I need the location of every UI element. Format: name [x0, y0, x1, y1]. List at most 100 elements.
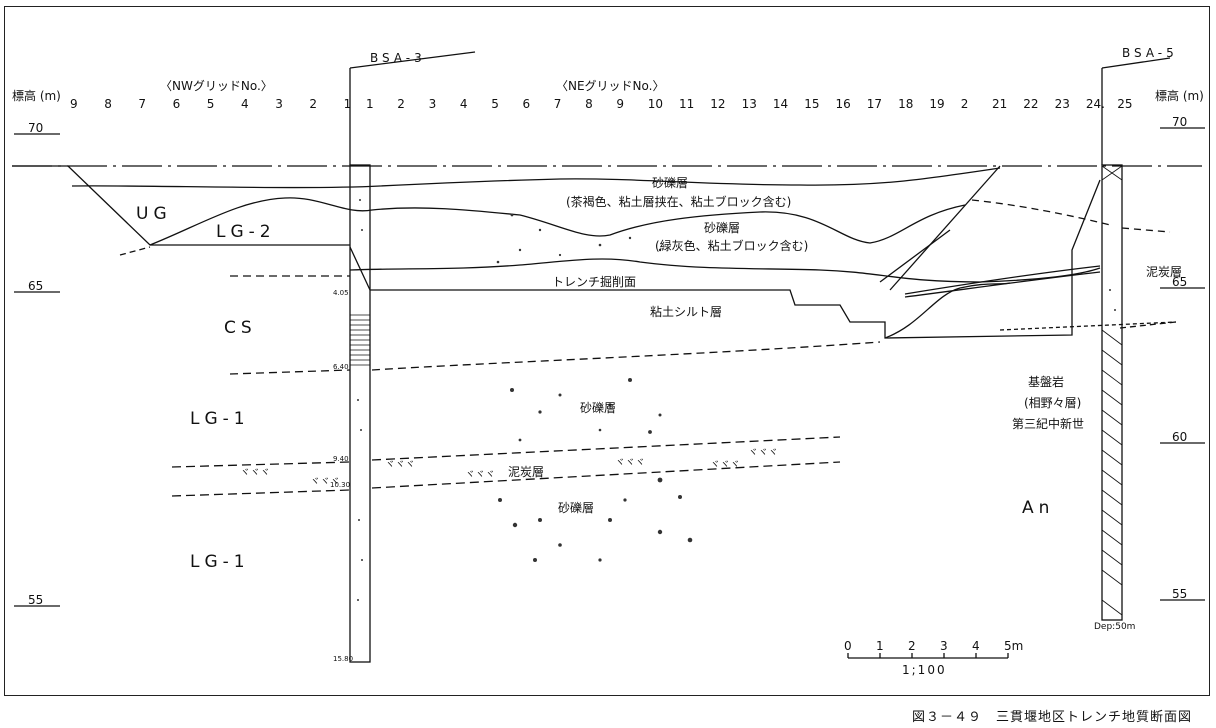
elevation-label-left: 標高 (m): [12, 89, 61, 103]
cs-base-dashed: [229, 341, 881, 375]
label-bedrock-1: 基盤岩: [1028, 375, 1065, 389]
ne-grid-number: 2: [397, 97, 405, 111]
depth-mark-4: 10.30: [330, 481, 351, 489]
ne-grid-number: 16: [835, 97, 851, 111]
label-trench-surface: トレンチ掘削面: [552, 275, 637, 289]
label-clay-silt: 粘土シルト層: [650, 305, 723, 319]
ne-grid-number: 2: [960, 97, 969, 111]
ne-grid-number: 10: [647, 97, 663, 111]
elev-60-right: 60: [1172, 430, 1188, 444]
scale-tick-label: 3: [940, 639, 948, 653]
scale-ratio: 1;100: [902, 663, 947, 677]
nw-grid-number: 4: [241, 97, 249, 111]
upper-gravel-boundary: [71, 167, 1001, 189]
ne-grid-number: 18: [898, 97, 914, 111]
peat-base-dashed: [171, 461, 841, 497]
label-peat-lg1: 泥炭層: [508, 465, 545, 479]
label-gravel-mid-note: (緑灰色、粘土ブロック含む): [655, 239, 809, 253]
depth-mark-3: 9.40: [333, 455, 349, 463]
label-peat-right: 泥炭層: [1146, 265, 1183, 279]
ne-grid-number: 21: [992, 97, 1008, 111]
ne-grid-number: 22: [1023, 97, 1039, 111]
elevation-label-right: 標高 (m): [1155, 89, 1204, 103]
elev-65-left: 65: [28, 279, 44, 293]
ne-grid-number: 15: [804, 97, 820, 111]
ne-grid-number: 25: [1117, 97, 1133, 111]
borehole-bsa5-column: [1101, 164, 1123, 621]
svg-text:ヾヾヾ: ヾヾヾ: [240, 468, 270, 479]
nw-grid-number: 7: [138, 97, 147, 111]
depth-mark-5: 15.80: [333, 655, 354, 663]
peat-symbols: ヾヾヾヾヾヾヾヾヾ ヾヾヾヾヾヾヾヾヾ ヾヾヾ: [240, 448, 778, 488]
unit-lg2: LG-2: [216, 222, 276, 242]
unit-cs: CS: [224, 318, 257, 338]
gravel-texture: [357, 199, 1116, 601]
ne-grid-number: 19: [929, 97, 945, 111]
svg-text:ヾヾヾ: ヾヾヾ: [748, 448, 778, 459]
nw-grid-number: 6: [172, 97, 181, 111]
ne-grid-number: 5: [491, 97, 499, 111]
ne-grid-number: 17: [866, 97, 883, 111]
nw-grid-number: 3: [275, 97, 283, 111]
trench-diagonal-2: [879, 229, 951, 283]
bsa5-label: BSA-5: [1122, 46, 1178, 60]
scale-tick-label: 0: [844, 639, 852, 653]
lg2-boundary: [149, 197, 966, 246]
label-gravel-top-note: (茶褐色、粘土層挟在、粘土ブロック含む): [566, 195, 792, 209]
label-gravel-top: 砂礫層: [652, 176, 689, 190]
svg-text:ヾヾヾ: ヾヾヾ: [385, 460, 415, 471]
depth-mark-1: 4.05: [333, 289, 349, 297]
label-gravel-lg1: 砂礫層: [580, 401, 617, 415]
elev-55-right: 55: [1172, 587, 1188, 601]
svg-text:ヾヾヾ: ヾヾヾ: [465, 470, 495, 481]
depth-mark-2: 6.40: [333, 363, 349, 371]
nw-grid-number: 5: [206, 97, 215, 111]
ne-grid-number: 8: [585, 97, 593, 111]
label-bedrock-3: 第三紀中新世: [1012, 417, 1085, 431]
nw-grid-header: 〈NWグリッドNo.〉: [160, 79, 273, 93]
unit-an: An: [1022, 498, 1055, 518]
nw-grid-number: 2: [309, 97, 318, 111]
elev-70-right: 70: [1172, 115, 1188, 129]
svg-text:ヾヾヾ: ヾヾヾ: [615, 458, 645, 469]
ne-grid-number: 6: [522, 97, 531, 111]
right-trench-wall: [884, 282, 1011, 339]
elev-55-left: 55: [28, 593, 44, 607]
nw-grid-number: 8: [104, 97, 112, 111]
ne-grid-number: 12: [710, 97, 726, 111]
peat-top-dashed: [171, 436, 841, 468]
ne-grid-number: 4: [459, 97, 468, 111]
ne-grid-number: 7: [553, 97, 562, 111]
label-gravel-mid: 砂礫層: [704, 221, 741, 235]
svg-text:ヾヾヾ: ヾヾヾ: [310, 477, 340, 488]
scale-tick-label: 4: [972, 639, 980, 653]
label-bedrock-2: (相野々層): [1024, 396, 1082, 410]
bsa5-depth: Dep:50m: [1094, 622, 1136, 632]
ug-pit-outline: [12, 165, 350, 246]
scale-tick-label: 1: [876, 639, 884, 653]
ne-grid-number: 23: [1054, 97, 1070, 111]
nw-grid-number: 1: [343, 97, 352, 111]
unit-lg1-lower: LG-1: [190, 552, 250, 572]
drawing-frame: [4, 6, 1210, 696]
ne-grid-number: 3: [428, 97, 437, 111]
figure-caption: 図３－４９ 三貫堰地区トレンチ地質断面図: [911, 710, 1192, 725]
trench-diagonal: [889, 165, 1001, 291]
ne-grid-number: 24.: [1085, 97, 1105, 111]
svg-text:ヾヾヾ: ヾヾヾ: [710, 460, 740, 471]
peat-lens: [904, 265, 1101, 298]
bsa3-label: BSA-3: [370, 51, 426, 65]
ne-grid-number: 11: [679, 97, 695, 111]
scale-tick-label: 5m: [1004, 639, 1024, 653]
ne-grid-header: 〈NEグリッドNo.〉: [556, 79, 665, 93]
elev-65-right: 65: [1172, 275, 1188, 289]
scale-tick-label: 2: [908, 639, 916, 653]
label-gravel-lower: 砂礫層: [558, 501, 595, 515]
unit-lg1-upper: LG-1: [190, 409, 250, 429]
nw-grid-number: 9: [70, 97, 78, 111]
right-dashed: [971, 199, 1171, 233]
borehole-bsa3-column: [349, 164, 371, 663]
ne-grid-number: 9: [616, 97, 625, 111]
elev-70-left: 70: [28, 121, 44, 135]
